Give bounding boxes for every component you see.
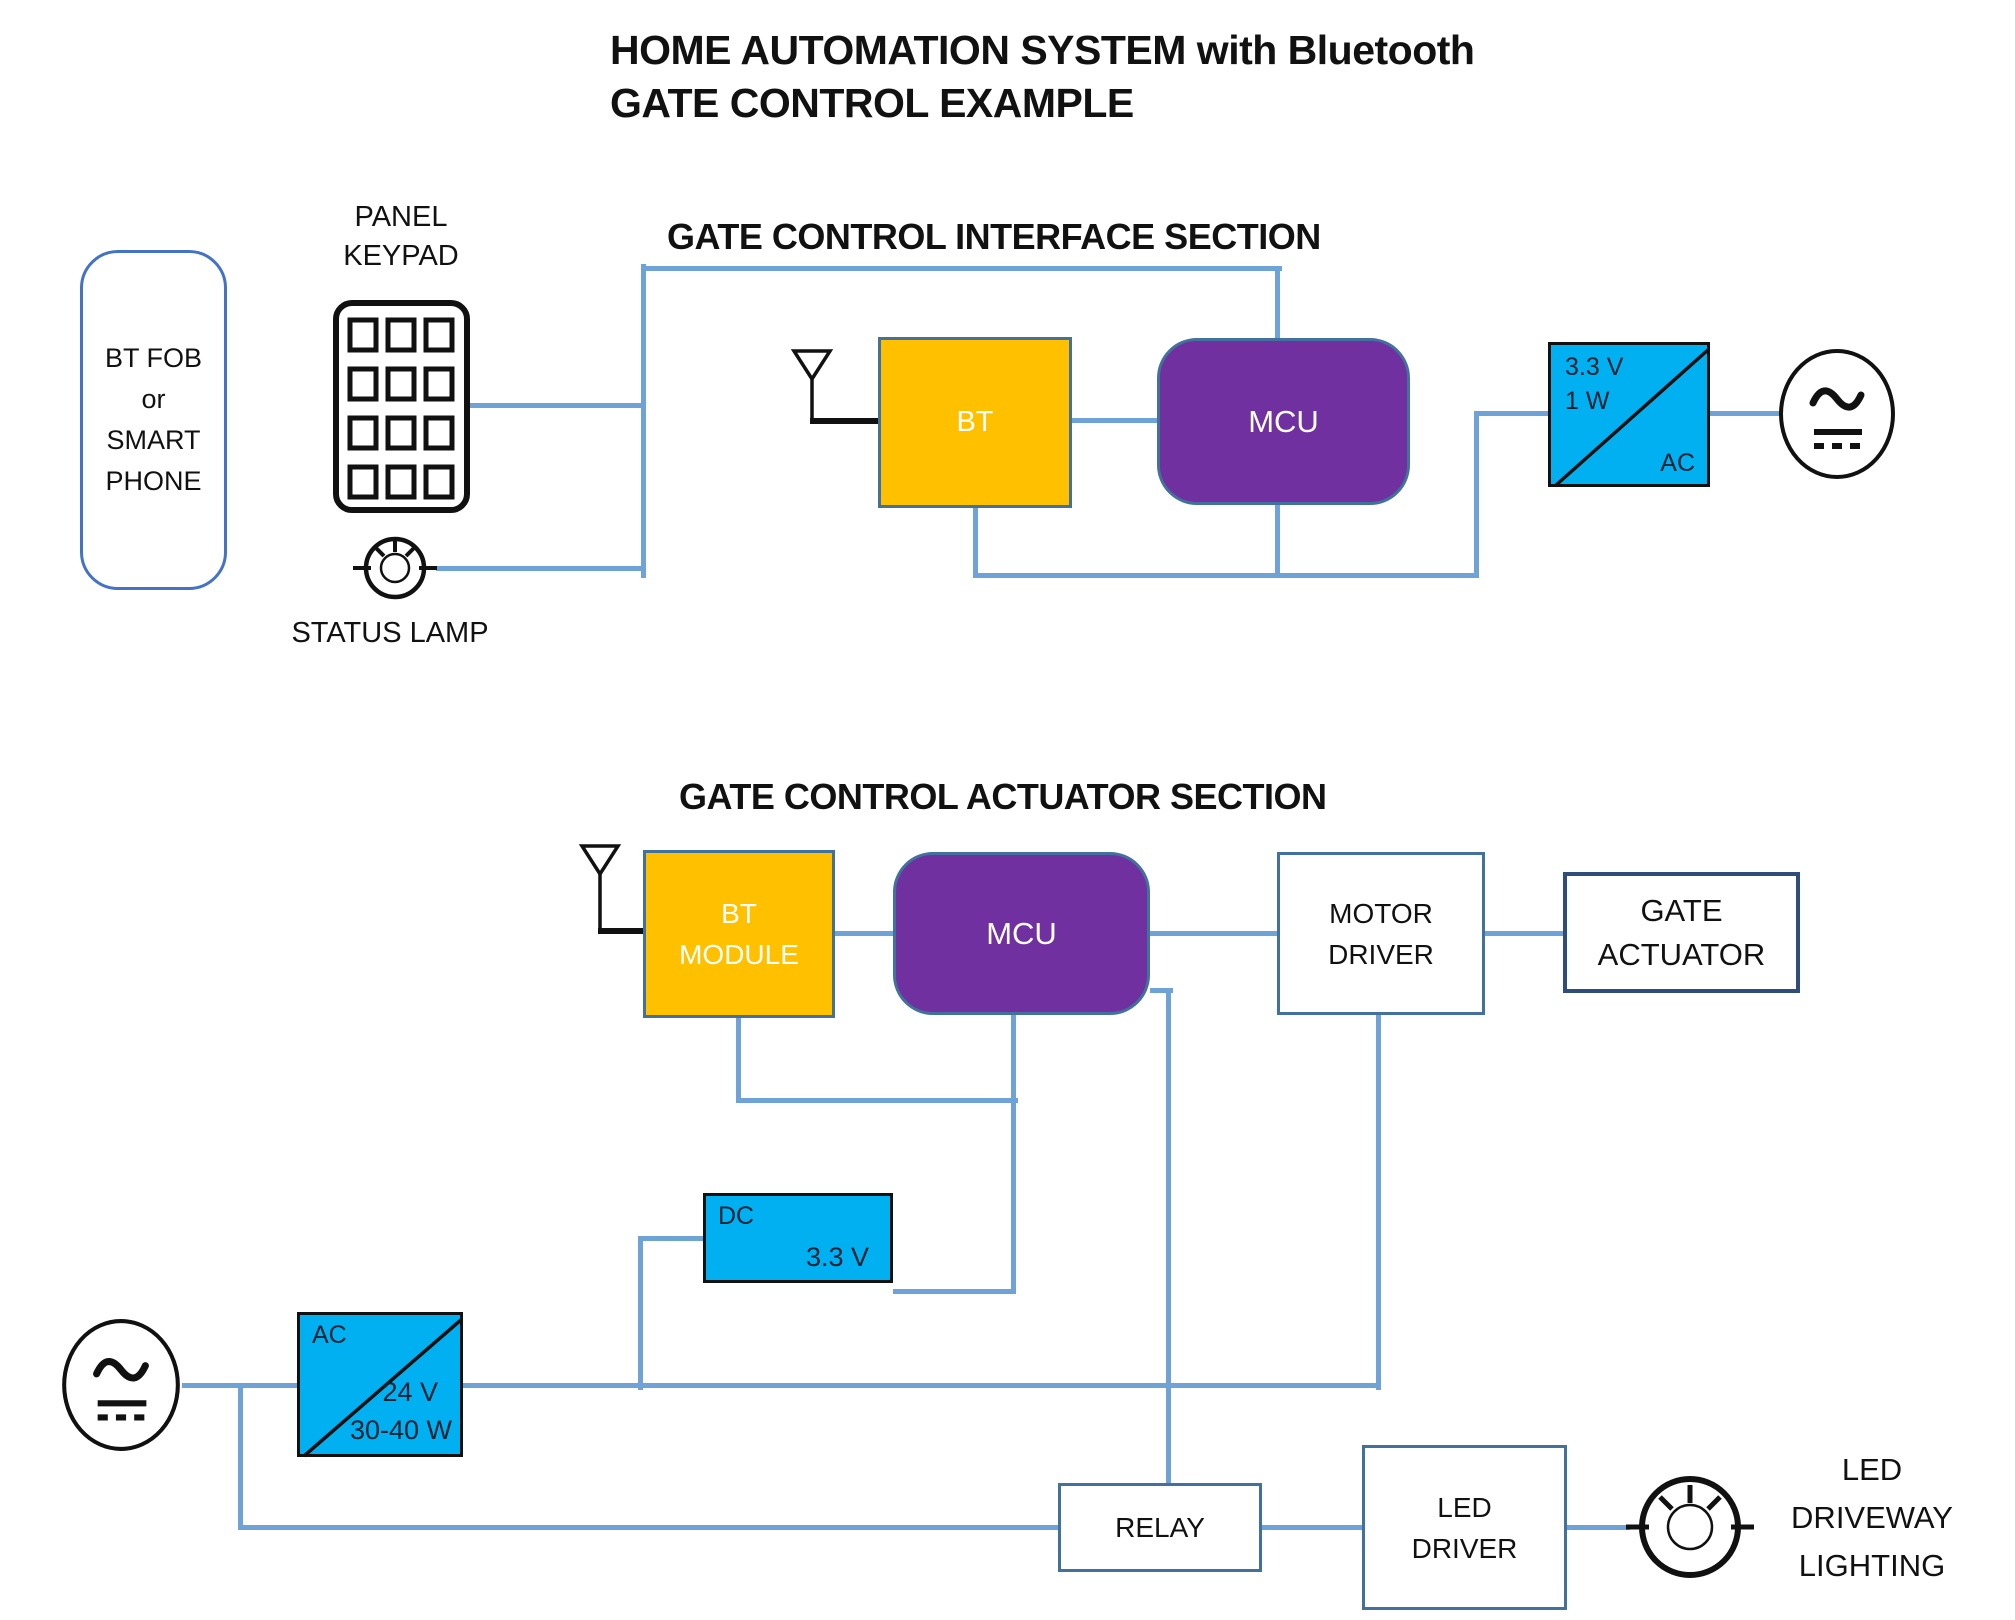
dc-voltage-label: 3.3 V xyxy=(806,1242,870,1272)
antenna-icon xyxy=(780,348,880,428)
ac-converter-power-label: 30-40 W xyxy=(349,1415,452,1445)
psu-3v3-box: 3.3 V 1 W AC xyxy=(1548,342,1711,488)
panel-keypad-label-line2: KEYPAD xyxy=(343,240,459,272)
status-lamp-label: STATUS LAMP xyxy=(291,617,489,649)
ac-source-icon xyxy=(60,1317,182,1453)
panel-keypad-label-line1: PANEL xyxy=(354,201,448,233)
wire-dc-in xyxy=(638,1236,706,1241)
wire-btmodule-to-mcu xyxy=(835,931,895,936)
bt-fob-box: BT FOB or SMART PHONE xyxy=(80,250,227,590)
relay-box: RELAY xyxy=(1058,1483,1262,1572)
wire-psu-left xyxy=(1474,411,1550,416)
wire-trunk-vertical xyxy=(641,264,646,578)
gate-actuator-line1: GATE xyxy=(1640,892,1723,928)
wire-mcu2-to-motordriver xyxy=(1150,931,1277,936)
motor-driver-line1: MOTOR xyxy=(1329,897,1433,929)
status-lamp-icon xyxy=(350,530,440,606)
wire-dc-out xyxy=(893,1289,1016,1294)
bt-module-line1: BT xyxy=(721,898,757,929)
bt-module-box: BT MODULE xyxy=(643,850,835,1018)
bt-fob-line2: or xyxy=(141,384,166,414)
wire-mcu2-bottom-drop xyxy=(1011,1015,1016,1294)
wire-psu-drop xyxy=(1474,411,1479,576)
antenna-icon xyxy=(576,843,646,938)
psu-power-label: 1 W xyxy=(1565,387,1610,415)
gate-actuator-box: GATE ACTUATOR xyxy=(1563,872,1800,993)
gate-actuator-line2: ACTUATOR xyxy=(1597,936,1766,972)
dc-converter-box: DC 3.3 V xyxy=(703,1193,893,1283)
wire-btmodule-mcu-join xyxy=(736,1098,1018,1103)
motor-driver-box: MOTOR DRIVER xyxy=(1277,852,1485,1015)
ac-source-icon xyxy=(1777,347,1897,481)
interface-section-heading: GATE CONTROL INTERFACE SECTION xyxy=(667,216,1321,257)
led-lighting-label: LED DRIVEWAY LIGHTING xyxy=(1762,1446,1982,1590)
wire-top-horizontal xyxy=(641,266,1282,271)
page-title-line1: HOME AUTOMATION SYSTEM with Bluetooth xyxy=(610,27,1475,73)
led-lighting-line2: DRIVEWAY xyxy=(1791,1500,1953,1535)
led-lamp-icon xyxy=(1625,1471,1755,1583)
panel-keypad-label: PANEL KEYPAD xyxy=(301,198,501,276)
bt-module-line2: MODULE xyxy=(679,939,799,970)
led-driver-line2: DRIVER xyxy=(1411,1532,1518,1564)
mcu-box-label: MCU xyxy=(1248,404,1319,439)
wire-mains-branch-vertical xyxy=(238,1383,243,1530)
wire-lamp-to-trunk xyxy=(436,566,643,571)
wire-bt-to-mcu xyxy=(1072,418,1159,423)
page-title-line2: GATE CONTROL EXAMPLE xyxy=(610,80,1134,126)
keypad-icon xyxy=(333,300,470,513)
ac-converter-box: AC 24 V 30-40 W xyxy=(297,1312,464,1458)
wire-dc-feed-vertical xyxy=(638,1236,643,1390)
bt-fob-line1: BT FOB xyxy=(104,343,203,373)
psu-diagonal xyxy=(1553,347,1711,488)
led-lighting-line3: LIGHTING xyxy=(1798,1548,1946,1583)
wire-mcu-top-drop xyxy=(1275,266,1280,342)
bt-box-label: BT xyxy=(956,406,994,438)
led-driver-box: LED DRIVER xyxy=(1362,1445,1567,1610)
wire-mcu2-right-stub xyxy=(1150,988,1173,993)
motor-driver-line2: DRIVER xyxy=(1328,938,1434,970)
wire-mcu2-to-relay xyxy=(1166,988,1171,1485)
wire-bottom-horizontal xyxy=(973,573,1479,578)
wire-btmodule-bottom-drop xyxy=(736,1018,741,1103)
wire-mains-to-relay xyxy=(238,1525,1058,1530)
wire-motordriver-to-gateactuator xyxy=(1485,931,1563,936)
mcu-box: MCU xyxy=(1157,338,1410,505)
mcu-actuator-label: MCU xyxy=(986,916,1057,951)
bt-fob-line3: SMART xyxy=(106,425,201,455)
led-lighting-line1: LED xyxy=(1841,1452,1903,1487)
page-title: HOME AUTOMATION SYSTEM with Bluetooth GA… xyxy=(610,24,1475,130)
wire-mcu-bottom-drop xyxy=(1275,505,1280,575)
ac-converter-type-label: AC xyxy=(312,1321,347,1349)
wire-keypad-to-trunk xyxy=(468,403,643,408)
ac-converter-diagonal xyxy=(302,1317,464,1458)
bt-fob-line4: PHONE xyxy=(105,466,202,496)
actuator-section-heading: GATE CONTROL ACTUATOR SECTION xyxy=(679,776,1327,817)
wire-bt-bottom-drop xyxy=(973,508,978,578)
wire-leddriver-to-lamp xyxy=(1567,1525,1630,1530)
led-driver-line1: LED xyxy=(1437,1491,1492,1523)
psu-type-label: AC xyxy=(1660,449,1695,477)
ac-converter-voltage-label: 24 V xyxy=(382,1377,438,1407)
dc-type-label: DC xyxy=(718,1202,755,1230)
wire-psu-to-ac-source xyxy=(1710,411,1779,416)
relay-label: RELAY xyxy=(1115,1512,1205,1543)
wire-24v-bus xyxy=(463,1383,1381,1388)
wire-motordriver-bottom-drop xyxy=(1376,1015,1381,1390)
mcu-actuator-box: MCU xyxy=(893,852,1150,1015)
bt-box: BT xyxy=(878,337,1072,508)
wire-relay-to-leddriver xyxy=(1262,1525,1362,1530)
psu-voltage-label: 3.3 V xyxy=(1565,353,1624,381)
